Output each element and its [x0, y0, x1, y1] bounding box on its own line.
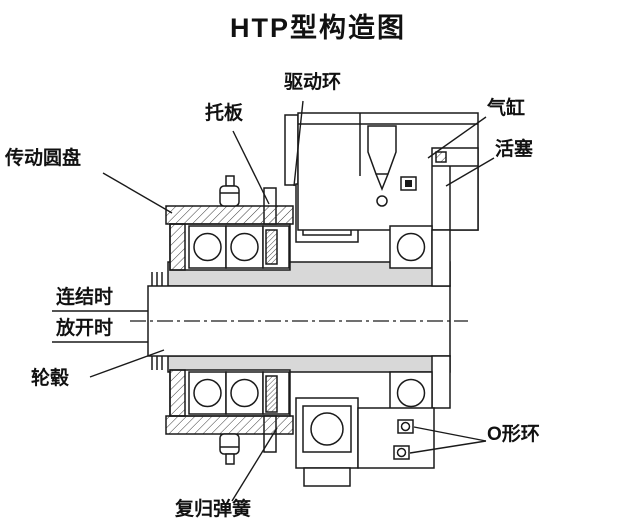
- leader-drive-ring: [293, 100, 304, 187]
- bearing-ball: [193, 232, 222, 262]
- leader-hub: [89, 349, 165, 378]
- label-o-ring: O形环: [487, 424, 540, 445]
- right-wall-lower: [431, 355, 451, 409]
- leader-lines: [52, 100, 495, 502]
- bearing-ball: [193, 378, 222, 408]
- bearing-ball: [396, 378, 426, 408]
- top-bolt: [219, 175, 240, 207]
- label-drive-disc: 传动圆盘: [5, 148, 82, 169]
- bearing-ball: [396, 232, 426, 262]
- lower-bearing-block: [169, 369, 291, 417]
- label-connected: 连结时: [56, 287, 114, 308]
- leader-drive-disc: [102, 172, 173, 214]
- label-cylinder: 气缸: [487, 98, 526, 119]
- assembly-drawing: [52, 100, 495, 502]
- label-piston: 活塞: [495, 139, 534, 160]
- right-wall-upper: [431, 229, 451, 287]
- label-released: 放开时: [56, 318, 114, 339]
- lower-right-block: [357, 407, 435, 469]
- bearing-ball: [230, 378, 259, 408]
- bottom-bolt: [219, 433, 240, 465]
- leader-return-spring: [231, 427, 278, 502]
- leader-o-ring-2: [409, 440, 487, 454]
- leader-piston: [445, 157, 495, 187]
- leader-support-plate: [232, 130, 270, 205]
- bottom-center-block: [295, 397, 359, 487]
- upper-bearing-block: [169, 223, 291, 271]
- label-drive-ring: 驱动环: [284, 72, 342, 93]
- bearing-ball: [310, 412, 344, 446]
- label-hub: 轮毂: [31, 368, 70, 389]
- leader-cylinder: [427, 116, 487, 159]
- page-title: HTP型构造图: [230, 13, 406, 43]
- o-ring: [396, 447, 407, 458]
- label-support-plate: 托板: [205, 103, 244, 124]
- return-spring-section: [265, 375, 278, 413]
- piston-block: [431, 147, 479, 231]
- label-return-spring: 复归弹簧: [175, 499, 252, 520]
- upper-right-bearing: [389, 225, 433, 269]
- leader-o-ring-1: [413, 426, 487, 442]
- lower-right-bearing: [389, 371, 433, 415]
- o-ring: [400, 421, 411, 432]
- small-ball: [376, 195, 388, 207]
- drive-disc-plate: [165, 205, 294, 225]
- bearing-ball: [230, 232, 259, 262]
